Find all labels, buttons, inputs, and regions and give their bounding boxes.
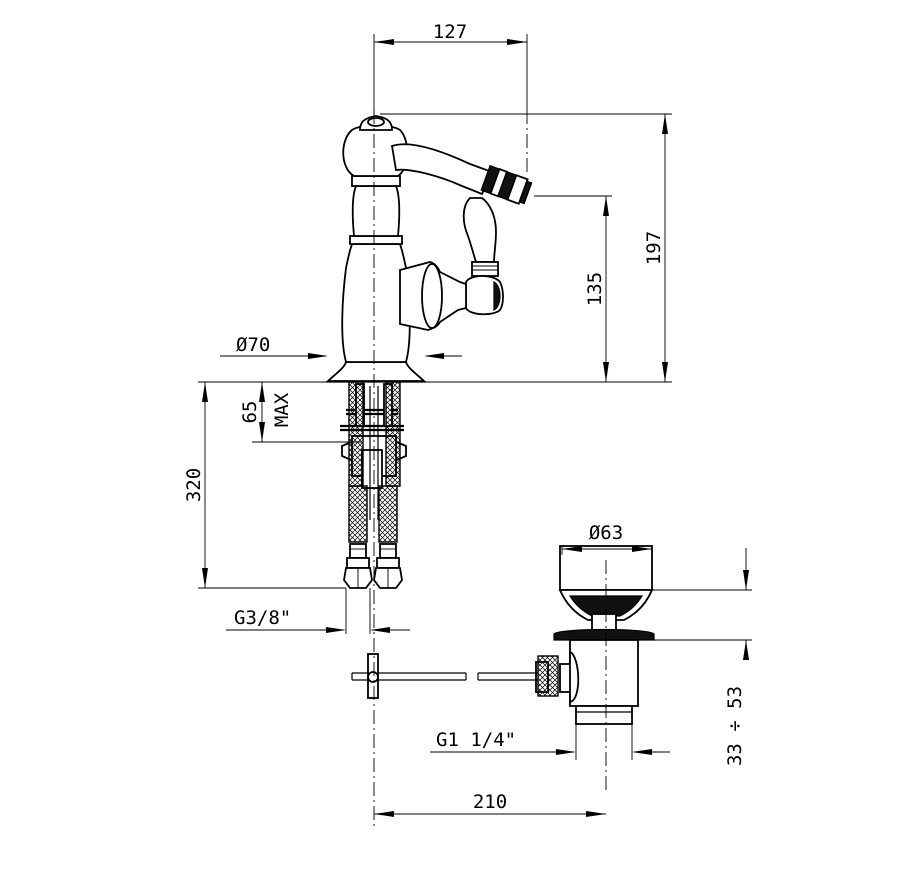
dimension-135-label: 135 [584,272,606,306]
dimension-65-max: 65 MAX [239,382,293,442]
dimension-33-53-label: 33 ÷ 53 [724,686,746,766]
dimension-diameter-63: Ø63 [562,522,652,552]
dimension-g3-8-label: G3/8" [234,607,291,629]
dimension-320-label: 320 [183,468,205,502]
dimension-diameter-70-label: Ø70 [236,334,270,356]
dimension-127: 127 [374,21,527,45]
pop-up-waste [477,545,655,725]
center-lines [373,110,607,830]
dimension-g1-1-4-label: G1 1/4" [436,729,516,751]
extension-lines [198,34,752,760]
dimension-max-label: MAX [271,392,293,427]
dimension-diameter-63-label: Ø63 [589,522,623,544]
dimension-g3-8: G3/8" [226,607,410,633]
flexible-hoses [343,381,403,589]
pop-up-rod [351,653,467,699]
dimension-127-label: 127 [433,21,467,43]
dimension-65-label: 65 [239,401,261,424]
dimension-135: 135 [584,196,609,382]
dimension-diameter-70: Ø70 [220,334,462,359]
faucet-body [325,115,427,383]
dimension-197-label: 197 [643,231,665,265]
dimension-197: 197 [643,114,668,382]
dimension-320: 320 [183,382,208,588]
dimension-210: 210 [374,791,606,817]
dimension-33-53: 33 ÷ 53 [724,548,749,766]
dimension-210-label: 210 [473,791,507,813]
spout [390,143,533,205]
lever-handle [399,197,504,331]
dimension-g1-1-4: G1 1/4" [430,729,670,755]
